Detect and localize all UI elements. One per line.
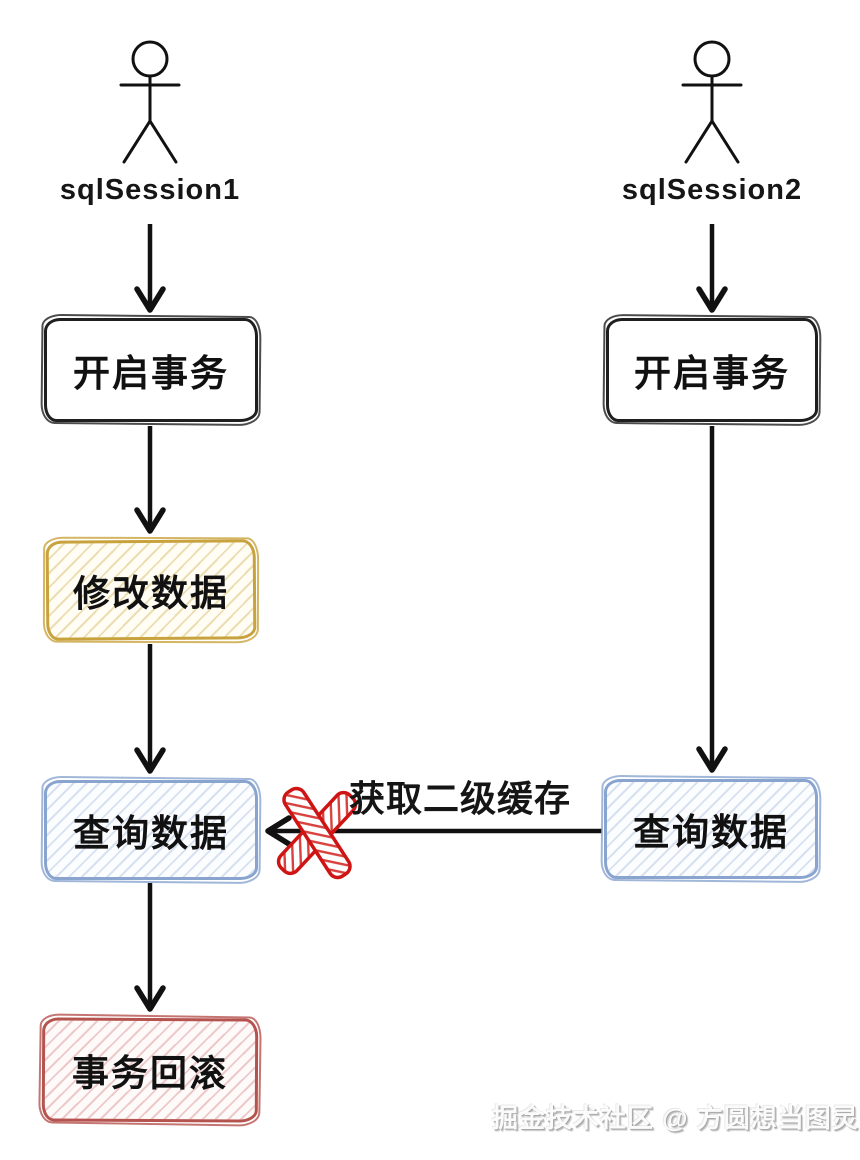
node-transaction-rollback: 事务回滚 <box>41 1017 259 1123</box>
node-open-transaction-right: 开启事务 <box>606 318 818 422</box>
node-transaction-rollback-label: 事务回滚 <box>71 1052 229 1095</box>
actor-label-sqlsession2: sqlSession2 <box>621 174 803 206</box>
node-query-data-right: 查询数据 <box>604 779 818 879</box>
actor-icon-sqlsession2 <box>681 40 743 164</box>
watermark-text: 掘金技术社区 @ 方圆想当图灵 <box>492 1103 859 1133</box>
node-open-transaction-left: 开启事务 <box>44 318 258 422</box>
node-modify-data: 修改数据 <box>45 539 257 641</box>
node-open-transaction-right-label: 开启事务 <box>634 353 790 394</box>
node-open-transaction-left-label: 开启事务 <box>73 353 229 394</box>
node-query-data-left: 查询数据 <box>44 780 258 880</box>
actor-label-sqlsession1: sqlSession1 <box>59 174 241 206</box>
actor-icon-sqlsession1 <box>119 40 181 164</box>
node-query-data-right-label: 查询数据 <box>633 812 789 853</box>
blocked-x-icon <box>276 786 358 880</box>
node-modify-data-label: 修改数据 <box>72 572 230 615</box>
edge-label-get-second-level-cache: 获取二级缓存 <box>348 778 571 819</box>
node-query-data-left-label: 查询数据 <box>73 813 229 854</box>
